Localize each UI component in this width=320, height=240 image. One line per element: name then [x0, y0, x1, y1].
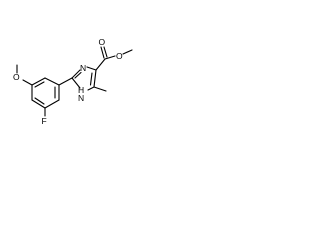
- bond-benzene-c4-c5-inner: [34, 97, 45, 105]
- bond-imidazole-c4-c5: [93, 69, 97, 88]
- imidazole-n3-label: N: [80, 63, 86, 73]
- bond-imidazole-carbonyl-c: [95, 58, 106, 71]
- bond-carbonyl-c-ester-o: [104, 55, 116, 60]
- imidazole-n1-label: N: [78, 93, 84, 103]
- bond-imidazole-n3-c4: [86, 66, 97, 71]
- bond-imidazole-c5-n1: [87, 86, 95, 91]
- fluorine-label: F: [42, 116, 47, 126]
- bond-benzene-c5-c6: [44, 99, 60, 109]
- bond-imidazole-c4-c5-double: [89, 72, 93, 86]
- bond-benzene-c1-c2: [44, 77, 60, 86]
- bond-ring-methoxy-o: [22, 79, 33, 86]
- bond-benzene-c2-c3-inner: [34, 81, 45, 88]
- bond-imidazole-c2-n3: [71, 69, 81, 79]
- bond-carbonyl-c-o-double-a: [100, 46, 105, 59]
- atom-label-layer: O O N H N O F: [13, 37, 123, 126]
- bond-aryl-imidazole: [58, 77, 73, 86]
- bond-imidazole-methyl: [93, 86, 107, 92]
- chemical-structure: O O N H N O F: [13, 37, 133, 126]
- bond-imidazole-n1-c2: [71, 77, 81, 89]
- bond-layer: [16, 46, 133, 117]
- carbonyl-oxygen-label: O: [99, 37, 106, 47]
- ester-oxygen-label: O: [116, 51, 123, 61]
- bond-ester-o-methyl: [122, 49, 133, 55]
- bond-benzene-c4-c5: [31, 99, 46, 109]
- bond-carbonyl-c-o-double-b: [103, 46, 108, 58]
- bond-imidazole-c2-n3-double: [74, 71, 82, 79]
- imidazole-n1h-hydrogen-label: H: [78, 85, 84, 95]
- methoxy-oxygen-label: O: [13, 72, 20, 82]
- bond-benzene-c2-c3: [31, 77, 46, 86]
